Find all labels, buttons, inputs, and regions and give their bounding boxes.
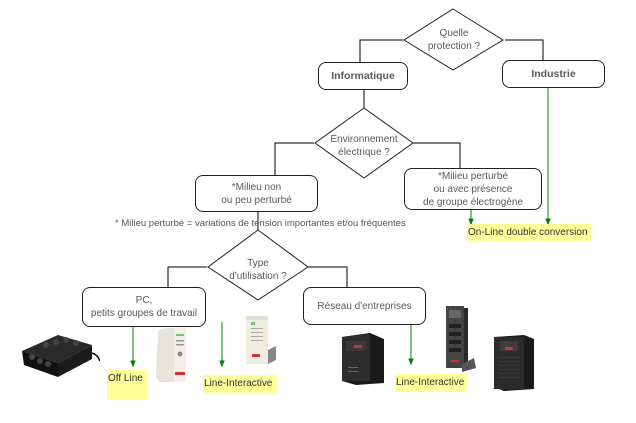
power-strip-ups-icon (22, 335, 100, 377)
box-milieu-non-perturbe: *Milieu non ou peu perturbé (195, 175, 318, 212)
rack-ups-icon (342, 333, 384, 385)
result-line-interactive-pc: Line-Interactive (203, 375, 277, 393)
box-pc: PC, petits groupes de travail (82, 287, 206, 327)
desktop-ups-icon (156, 328, 186, 382)
connector-usage-reseau (308, 266, 348, 287)
connector-protection-informatique (359, 39, 403, 62)
tower-ups-icon (246, 316, 276, 364)
large-tower-ups-icon (494, 335, 534, 391)
connector-environment-milieu-perturbe (413, 142, 461, 168)
decision-protection (403, 8, 504, 71)
footnote: * Milieu perturbé = variations de tensio… (115, 218, 406, 229)
decision-environment-label: Environnement électrique ? (330, 134, 398, 158)
box-reseau: Réseau d'entreprises (303, 287, 426, 325)
decision-environment (314, 107, 414, 179)
box-industrie: Industrie (502, 60, 605, 88)
connector-usage-pc (167, 266, 207, 287)
box-informatique: Informatique (318, 62, 408, 90)
decision-usage-label: Type d'utilisation ? (229, 258, 287, 282)
result-online-double-conversion: On-Line double conversion (467, 224, 591, 242)
decision-usage (207, 229, 309, 301)
decision-protection-label: Quelle protection ? (427, 28, 481, 52)
result-line-interactive-reseau: Line-Interactive (395, 374, 467, 392)
connector-protection-industrie (505, 39, 544, 60)
box-milieu-perturbe: *Milieu perturbé ou avec présence de gro… (404, 168, 542, 210)
connector-environment-milieu-non (274, 142, 314, 175)
result-off-line: Off Line (107, 370, 147, 400)
slim-tower-ups-icon (446, 306, 476, 372)
